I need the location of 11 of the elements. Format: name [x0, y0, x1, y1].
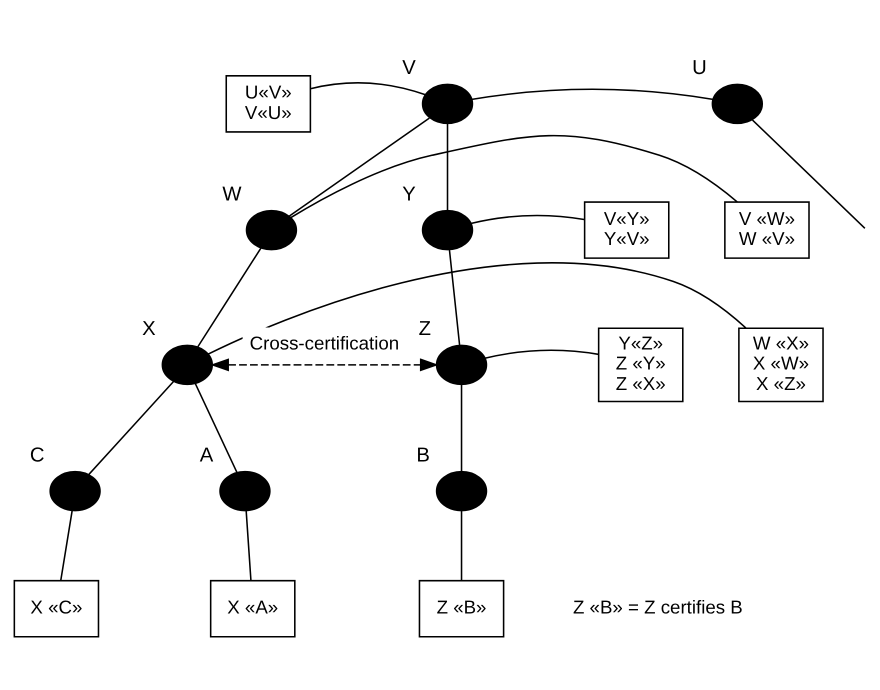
label: Z «B» = Z certifies B: [572, 596, 743, 618]
node-label: C: [30, 444, 45, 466]
edge-label: Cross-certification: [250, 332, 400, 354]
node-label: B: [416, 444, 430, 466]
node-label: A: [200, 444, 214, 466]
node-label: Z: [418, 318, 432, 340]
node-label: W: [222, 183, 242, 206]
node-label: U: [692, 57, 707, 80]
node-label: V: [402, 57, 416, 80]
node-label: X: [142, 318, 156, 340]
node-label: Y: [402, 183, 416, 206]
